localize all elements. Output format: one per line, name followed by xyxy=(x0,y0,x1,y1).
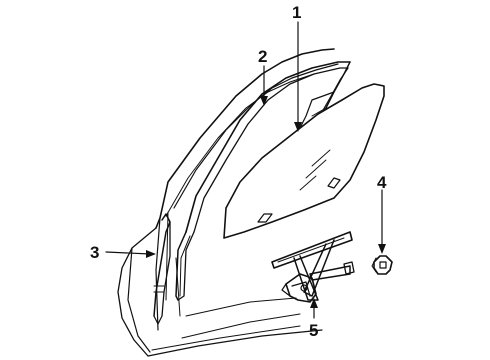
clip xyxy=(371,255,393,275)
callout-5-arrowhead xyxy=(310,298,318,308)
callout-1-arrowhead xyxy=(294,122,302,132)
glass-run-channel xyxy=(175,61,351,301)
door-glass xyxy=(223,83,385,239)
leader-lines xyxy=(105,21,386,319)
callout-3: 3 xyxy=(90,243,99,262)
callout-5: 5 xyxy=(309,321,318,340)
callout-3-arrowhead xyxy=(146,250,156,258)
callout-4: 4 xyxy=(377,173,387,192)
callout-1: 1 xyxy=(292,3,301,22)
callout-2-arrowhead xyxy=(260,96,268,106)
door-panel xyxy=(117,48,339,357)
callout-labels: 1 2 3 4 5 xyxy=(90,3,387,340)
window-regulator xyxy=(271,231,355,303)
callout-2: 2 xyxy=(258,47,267,66)
rear-guide-channel xyxy=(153,213,171,325)
callout-4-arrowhead xyxy=(378,244,386,254)
